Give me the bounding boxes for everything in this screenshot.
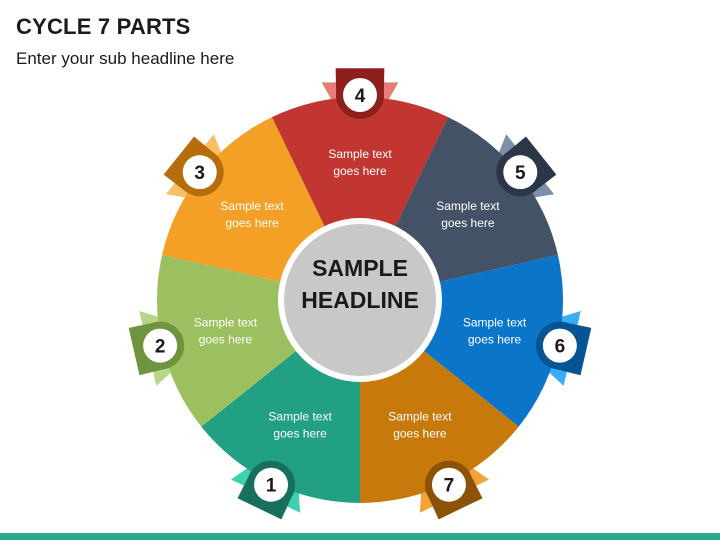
badge-circle-2 bbox=[143, 328, 178, 363]
badge-circle-7 bbox=[431, 467, 466, 502]
badges-layer: 4 5 6 7 1 2 3 bbox=[136, 71, 584, 509]
segment-text-2-line2: goes here bbox=[199, 333, 253, 347]
badge-circle-1 bbox=[254, 467, 289, 502]
segment-text-1-line2: goes here bbox=[273, 426, 327, 440]
slide-title: CYCLE 7 PARTS bbox=[16, 14, 191, 39]
segment-text-4-line2: goes here bbox=[333, 164, 387, 178]
segment-wedge-1 bbox=[201, 349, 360, 503]
slide-subtitle: Enter your sub headline here bbox=[16, 49, 235, 68]
segment-text-6-line1: Sample text bbox=[463, 316, 527, 330]
segment-text-7-line2: goes here bbox=[393, 426, 447, 440]
segment-text-5-line1: Sample text bbox=[436, 199, 500, 213]
segment-text-4-line1: Sample text bbox=[328, 147, 392, 161]
segment-text-1-line1: Sample text bbox=[268, 409, 332, 423]
badge-circle-4 bbox=[343, 78, 377, 112]
segment-text-5-line2: goes here bbox=[441, 216, 495, 230]
badge-number-1: 1 bbox=[266, 476, 277, 497]
badge-circle-3 bbox=[182, 155, 217, 190]
segments-layer bbox=[157, 97, 563, 503]
center-headline-line1: SAMPLE bbox=[312, 255, 408, 281]
segment-text-6-line2: goes here bbox=[468, 333, 522, 347]
bottom-accent-bar bbox=[0, 533, 720, 540]
center-circle bbox=[284, 224, 436, 376]
badge-number-7: 7 bbox=[444, 476, 455, 497]
badge-number-2: 2 bbox=[155, 337, 166, 358]
segment-wedge-3 bbox=[162, 117, 326, 283]
badge-circle-5 bbox=[503, 155, 538, 190]
badge-number-5: 5 bbox=[515, 163, 526, 184]
segment-wedge-7 bbox=[360, 349, 519, 503]
segment-text-3-line1: Sample text bbox=[220, 199, 284, 213]
segment-text-3-line2: goes here bbox=[225, 216, 279, 230]
badge-number-3: 3 bbox=[194, 163, 205, 184]
segment-wedge-6 bbox=[422, 254, 563, 427]
segment-text-2-line1: Sample text bbox=[194, 316, 258, 330]
badge-number-4: 4 bbox=[355, 86, 366, 107]
segment-text-7-line1: Sample text bbox=[388, 409, 452, 423]
center-hub: SAMPLE HEADLINE bbox=[278, 218, 442, 382]
segment-wedge-4 bbox=[271, 97, 449, 228]
badge-number-6: 6 bbox=[555, 337, 566, 358]
segment-wedge-5 bbox=[394, 117, 558, 283]
segment-wedge-2 bbox=[157, 254, 298, 427]
center-headline-line2: HEADLINE bbox=[301, 287, 419, 313]
badge-circle-6 bbox=[542, 328, 577, 363]
